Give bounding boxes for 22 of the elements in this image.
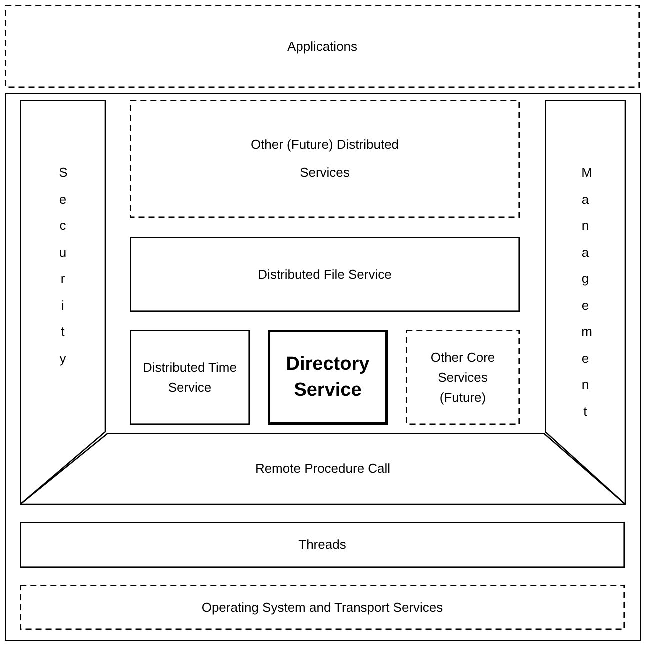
layer-label: Distributed Time Service [142,358,238,396]
layer-label: Applications [287,38,358,56]
layer-box [20,585,625,630]
layer-box [20,522,625,568]
layer-label: Remote Procedure Call [255,460,391,478]
layer-box [268,330,388,425]
layer-label: Other Core Services (Future) [430,348,496,407]
layer-box [130,100,520,218]
layer-trapezoid [20,433,626,505]
layer-label: Operating System and Transport Services [202,598,444,617]
layer-box [130,237,520,312]
vertical-label: Management [580,164,596,420]
layer-label: Threads [298,536,346,554]
side-pillar [545,100,626,505]
layer-box [5,5,640,88]
layer-box [406,330,520,425]
layer-label: Directory Service [285,352,371,402]
layer-label: Other (Future) Distributed Services [250,136,400,182]
vertical-label: Security [58,164,74,368]
layer-label: Distributed File Service [258,266,392,284]
side-pillar [20,100,106,505]
layer-box [130,330,250,425]
